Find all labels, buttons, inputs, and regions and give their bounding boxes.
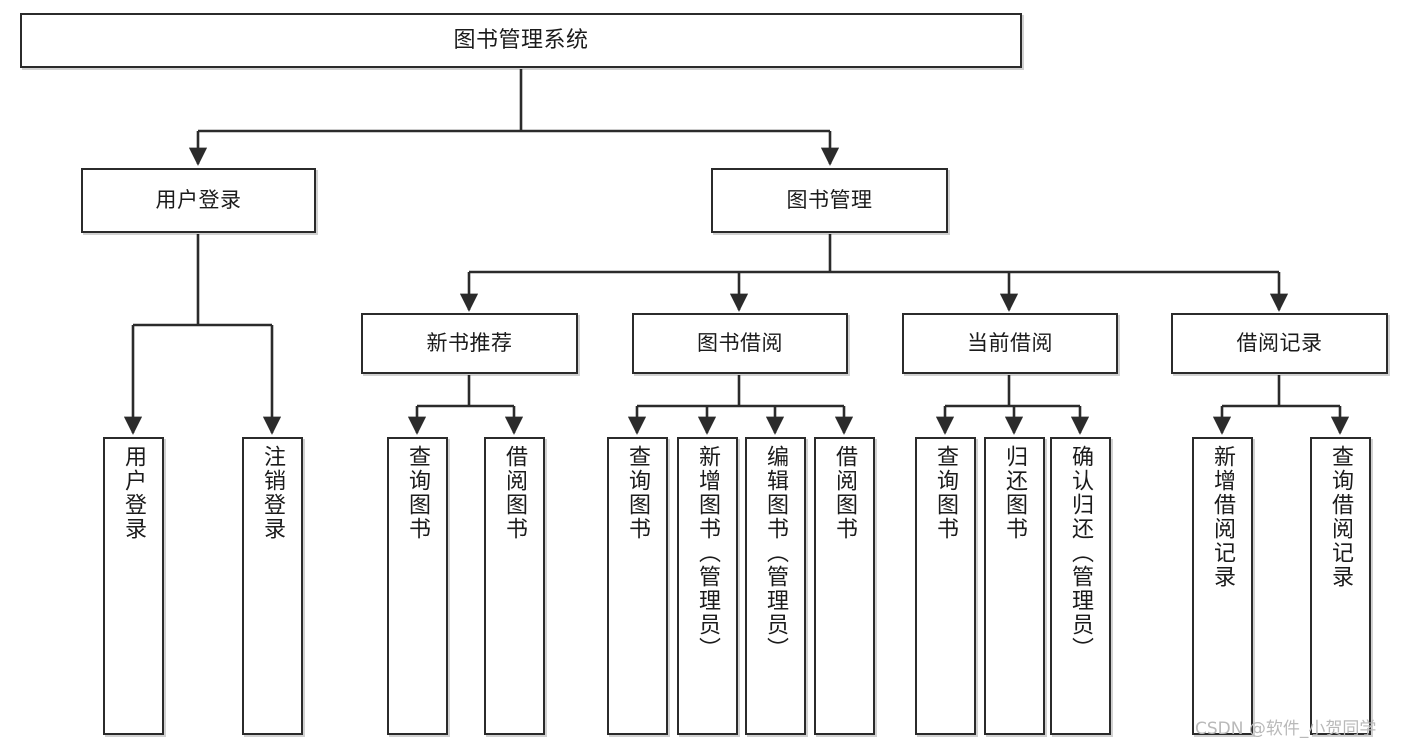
leaf-query-book-borrow-label: 查询图书 — [625, 445, 651, 541]
leaf-edit-book-admin[interactable]: 编辑图书（管理员） — [745, 437, 806, 735]
node-book-borrow[interactable]: 图书借阅 — [632, 313, 848, 374]
node-root-system[interactable]: 图书管理系统 — [20, 13, 1022, 68]
node-new-book-recommend-label: 新书推荐 — [426, 331, 513, 356]
leaf-confirm-return-admin-label: 确认归还（管理员） — [1068, 445, 1094, 661]
node-current-borrow[interactable]: 当前借阅 — [902, 313, 1118, 374]
leaf-query-borrow-record[interactable]: 查询借阅记录 — [1310, 437, 1371, 735]
node-book-management[interactable]: 图书管理 — [711, 168, 948, 233]
leaf-logout[interactable]: 注销登录 — [242, 437, 303, 735]
node-book-management-label: 图书管理 — [786, 188, 873, 213]
leaf-logout-label: 注销登录 — [260, 445, 286, 541]
node-book-borrow-label: 图书借阅 — [697, 331, 783, 356]
leaf-return-book[interactable]: 归还图书 — [984, 437, 1045, 735]
leaf-add-book-admin[interactable]: 新增图书（管理员） — [677, 437, 738, 735]
node-new-book-recommend[interactable]: 新书推荐 — [361, 313, 578, 374]
node-user-login[interactable]: 用户登录 — [81, 168, 316, 233]
leaf-borrow-book-borrow[interactable]: 借阅图书 — [814, 437, 875, 735]
node-borrow-record-label: 借阅记录 — [1236, 331, 1323, 356]
leaf-borrow-book-borrow-label: 借阅图书 — [832, 445, 858, 541]
leaf-add-borrow-record[interactable]: 新增借阅记录 — [1192, 437, 1253, 735]
node-user-login-label: 用户登录 — [155, 188, 242, 213]
leaf-query-book-new[interactable]: 查询图书 — [387, 437, 448, 735]
leaf-query-book-current[interactable]: 查询图书 — [915, 437, 976, 735]
node-current-borrow-label: 当前借阅 — [967, 331, 1053, 356]
leaf-query-book-current-label: 查询图书 — [933, 445, 959, 541]
leaf-query-borrow-record-label: 查询借阅记录 — [1328, 445, 1354, 589]
leaf-borrow-book-new[interactable]: 借阅图书 — [484, 437, 545, 735]
leaf-borrow-book-new-label: 借阅图书 — [502, 445, 528, 541]
csdn-watermark: CSDN @软件_小贺同学 — [1195, 719, 1377, 739]
node-borrow-record[interactable]: 借阅记录 — [1171, 313, 1388, 374]
leaf-return-book-label: 归还图书 — [1002, 445, 1028, 541]
leaf-confirm-return-admin[interactable]: 确认归还（管理员） — [1050, 437, 1111, 735]
leaf-add-book-admin-label: 新增图书（管理员） — [695, 445, 721, 661]
leaf-add-borrow-record-label: 新增借阅记录 — [1210, 445, 1236, 589]
leaf-edit-book-admin-label: 编辑图书（管理员） — [763, 445, 789, 661]
node-root-system-label: 图书管理系统 — [453, 27, 589, 53]
leaf-query-book-new-label: 查询图书 — [405, 445, 431, 541]
leaf-user-login[interactable]: 用户登录 — [103, 437, 164, 735]
leaf-query-book-borrow[interactable]: 查询图书 — [607, 437, 668, 735]
leaf-user-login-label: 用户登录 — [121, 445, 147, 541]
